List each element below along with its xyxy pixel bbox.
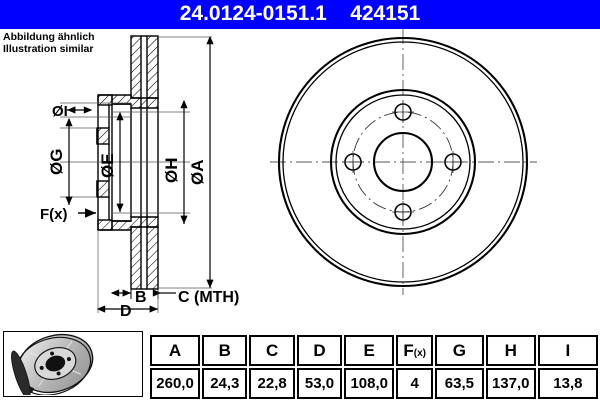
section-view: ØI ØG ØE ØH ØA: [40, 35, 239, 320]
caption-line-de: Abbildung ähnlich: [3, 31, 95, 43]
table-value-a: 260,0: [150, 368, 201, 399]
table-value-d: 53,0: [296, 368, 343, 399]
dimension-c: C (MTH): [152, 289, 239, 306]
table-value-b: 24,3: [202, 368, 248, 399]
disc-outer-circle: [277, 36, 529, 288]
label-b: B: [135, 289, 147, 306]
table-header-h: H: [485, 335, 536, 366]
label-d: D: [120, 303, 132, 320]
table-header-a: A: [150, 335, 201, 366]
dimension-diameter-g: ØG: [47, 117, 73, 205]
table-header-i: I: [537, 335, 598, 366]
bolt-hole: [392, 201, 414, 223]
dimension-diameter-a: ØA: [158, 35, 214, 289]
table-value-fx: 4: [396, 368, 434, 399]
table-value-row: 260,0 24,3 22,8 53,0 108,0 4 63,5 137,0 …: [150, 368, 598, 399]
hat-outer-circle: [329, 88, 477, 236]
table-header-d: D: [296, 335, 343, 366]
table-value-c: 22,8: [249, 368, 295, 399]
table-header-e: E: [344, 335, 395, 366]
table-header-g: G: [435, 335, 484, 366]
fx-main: F: [403, 340, 414, 360]
hat-inner-circle: [335, 94, 471, 230]
dimension-diameter-e: ØE: [98, 111, 124, 212]
label-diameter-i: ØI: [52, 103, 68, 120]
disc-outer-inner-circle: [282, 41, 524, 283]
brake-disc-thumbnail: [11, 333, 94, 396]
product-thumbnail-box: [3, 331, 143, 397]
fx-sub: (x): [413, 347, 426, 359]
table-value-h: 137,0: [485, 368, 536, 399]
front-view: [270, 28, 537, 295]
front-view-centerlines: [270, 28, 537, 295]
dimension-b: B: [110, 289, 159, 306]
specification-table: A B C D E F(x) G H I 260,0 24,3 22,8 53,…: [148, 333, 600, 401]
center-bore-circle: [372, 131, 434, 193]
header-banner: 24.0124-0151.1 424151: [0, 0, 600, 29]
bolt-hole: [442, 151, 464, 173]
table-value-i: 13,8: [537, 368, 598, 399]
label-diameter-h: ØH: [162, 158, 181, 184]
bolt-hole: [342, 151, 364, 173]
label-c: C (MTH): [178, 289, 239, 306]
illustration-similar-caption: Abbildung ähnlich Illustration similar: [3, 31, 95, 55]
dimension-diameter-h: ØH: [162, 99, 188, 224]
table-header-row: A B C D E F(x) G H I: [150, 335, 598, 366]
part-number-title: 24.0124-0151.1 424151: [179, 2, 421, 25]
dimension-diameter-i: ØI: [52, 103, 93, 120]
bolt-hole: [392, 101, 414, 123]
caption-line-en: Illustration similar: [3, 43, 94, 55]
bolt-hole-group: [342, 101, 464, 223]
dimension-d: D: [96, 230, 159, 320]
label-fx: F(x): [40, 206, 68, 223]
table-value-g: 63,5: [435, 368, 484, 399]
table-header-fx: F(x): [396, 335, 434, 366]
dimension-fx: F(x): [40, 206, 96, 223]
label-diameter-a: ØA: [188, 160, 207, 186]
label-diameter-e: ØE: [98, 153, 117, 178]
disc-hat-lower: [96, 180, 159, 231]
table-header-c: C: [249, 335, 295, 366]
friction-ring-outer: [130, 35, 159, 290]
table-header-b: B: [202, 335, 248, 366]
label-diameter-g: ØG: [47, 149, 66, 175]
table-value-e: 108,0: [344, 368, 395, 399]
hat-wall-outline: [96, 35, 159, 290]
disc-hat-upper: [96, 94, 159, 145]
